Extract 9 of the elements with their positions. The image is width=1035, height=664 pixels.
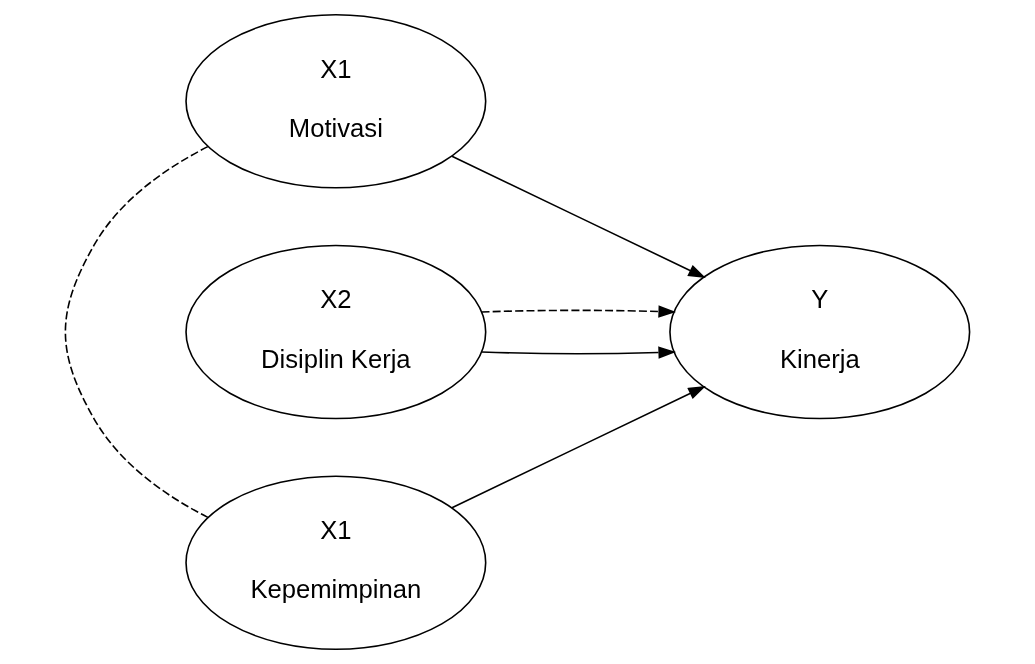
arrow (451, 155, 706, 279)
node-ellipse: Y Kinerja (669, 244, 971, 420)
connector (64, 145, 209, 519)
node-ellipse: X1 Motivasi (185, 13, 487, 189)
node-ellipse: X2 Disiplin Kerja (185, 244, 487, 420)
arrow (451, 385, 706, 509)
arrow (480, 346, 677, 359)
node-ellipse: X1 Kepemimpinan (185, 475, 487, 651)
arrow (480, 305, 677, 318)
